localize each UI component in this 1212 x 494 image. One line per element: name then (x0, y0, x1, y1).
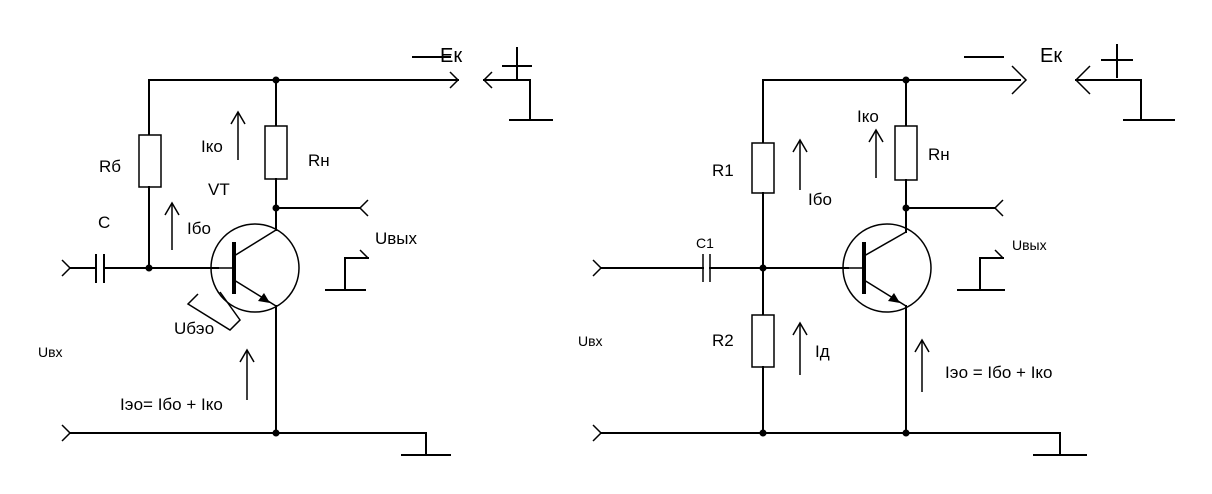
right-resistor-rn (894, 125, 918, 181)
left-ib0-label: Iбо (187, 219, 211, 238)
right-output-ground-tick (994, 249, 1004, 259)
right-rn-label: Rн (928, 145, 950, 164)
right-resistor-r2 (751, 314, 775, 368)
right-r2-label: R2 (712, 331, 734, 350)
right-circuit: Ек R1 R2 Iбо Iд Rн Iко Uвых (578, 44, 1175, 456)
right-transistor-emitter (863, 279, 907, 307)
left-ie0-arrowhead (239, 348, 255, 363)
left-supply-ground-lead (483, 79, 531, 121)
left-supply-label: Ек (440, 45, 462, 67)
right-bottom-node-divider (759, 429, 767, 437)
right-output-terminal (993, 199, 1004, 217)
right-resistor-r1 (751, 142, 775, 194)
left-rn-label: Rн (308, 151, 330, 170)
right-supply-label: Ек (1040, 45, 1062, 67)
left-ib0-arrowhead (164, 201, 180, 216)
left-top-node (272, 76, 280, 84)
left-c-label: C (98, 213, 110, 232)
right-ik0-arrowhead (868, 128, 884, 143)
right-input-terminal (592, 259, 603, 277)
right-output-ground-lead (957, 257, 1004, 291)
left-rb-label: Rб (99, 157, 121, 176)
left-uvx-label: Uвх (38, 344, 63, 360)
right-supply-terminal (1011, 65, 1028, 95)
left-base-node (145, 264, 153, 272)
left-ie0-label: Iэо= Iбо + Iко (120, 395, 223, 414)
left-transistor-collector (233, 229, 277, 257)
left-vt-label: VT (208, 180, 230, 199)
left-input-terminal (61, 259, 72, 277)
right-c1-label: C1 (696, 235, 714, 251)
left-ik0-arrowhead (230, 110, 246, 125)
left-emitter-arrow (258, 293, 270, 303)
left-supply-terminal (449, 71, 460, 89)
right-uvx-label: Uвх (578, 333, 603, 349)
right-r1-label: R1 (712, 161, 734, 180)
left-resistor-rn (264, 125, 288, 180)
left-transistor-vt (210, 223, 300, 313)
left-ube0-label: Uбэо (174, 319, 214, 338)
left-ik0-label: Iко (201, 137, 223, 156)
right-supply-ground-lead (1075, 79, 1142, 121)
left-output-ground-lead (325, 257, 369, 291)
right-ik0-label: Iко (857, 107, 879, 126)
left-circuit: Ек Rб Rн Uвых Iко VT Iбо (38, 45, 553, 456)
right-ie0-label: Iэо = Iбо + Iко (945, 363, 1053, 382)
right-emitter-arrow (888, 293, 900, 303)
right-id-arrowhead (792, 321, 808, 336)
right-ib0-label: Iбо (808, 190, 832, 209)
right-transistor-collector (863, 231, 907, 257)
right-base-node (759, 264, 767, 272)
left-output-terminal (358, 199, 369, 217)
right-ib0-arrowhead (792, 138, 808, 153)
right-top-node (902, 76, 910, 84)
left-ube0-bracket (186, 291, 241, 331)
left-bottom-node (272, 429, 280, 437)
right-transistor (842, 223, 932, 313)
right-id-label: Iд (815, 342, 830, 361)
left-transistor-emitter (233, 279, 277, 307)
left-output-ground-tick (359, 249, 369, 259)
right-ie0-arrowhead (914, 338, 930, 353)
left-resistor-rb (138, 134, 162, 188)
left-uvyx-label: Uвых (375, 229, 418, 248)
right-bottom-node-emitter (902, 429, 910, 437)
left-input-ground-terminal (61, 424, 72, 442)
right-uvyx-label: Uвых (1012, 237, 1047, 253)
left-collector-node (272, 204, 280, 212)
right-collector-node (902, 204, 910, 212)
right-input-ground-terminal (592, 424, 603, 442)
